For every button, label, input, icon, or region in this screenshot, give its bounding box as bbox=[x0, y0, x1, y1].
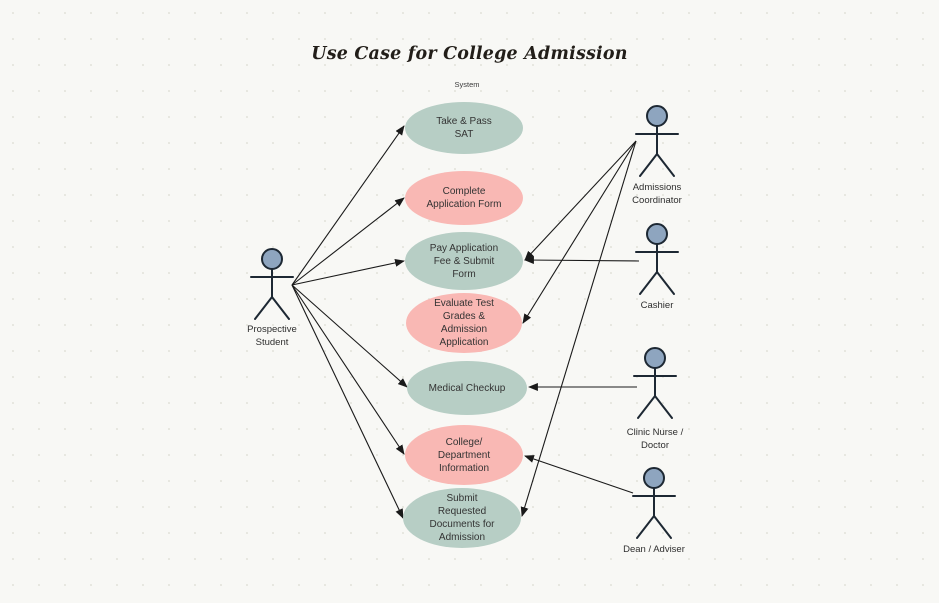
use-case-label: Submit Requested Documents for Admission bbox=[429, 493, 495, 543]
connection-admissions-coordinator--submit-requested-documents[interactable] bbox=[520, 140, 637, 517]
actor-label-prospective-student: Prospective Student bbox=[247, 324, 297, 348]
actor-head bbox=[261, 248, 283, 270]
use-case-label: College/ Department Information bbox=[437, 436, 491, 474]
use-case-evaluate-test-grades[interactable]: Evaluate Test Grades & Admission Applica… bbox=[406, 293, 522, 353]
use-case-label: Complete Application Form bbox=[426, 186, 502, 210]
use-case-medical-checkup[interactable]: Medical Checkup bbox=[407, 361, 527, 415]
use-case-label: Take & Pass SAT bbox=[436, 116, 492, 140]
actor-label-dean-adviser: Dean / Adviser bbox=[623, 544, 685, 555]
diagram-title: Use Case for College Admission bbox=[311, 44, 628, 64]
use-case-college-department-information[interactable]: College/ Department Information bbox=[405, 425, 523, 485]
actor-figure-clinic-nurse-doctor[interactable] bbox=[633, 347, 677, 419]
use-case-label: Evaluate Test Grades & Admission Applica… bbox=[434, 298, 494, 348]
connection-prospective-student--pay-application-fee[interactable] bbox=[291, 258, 405, 286]
connection-admissions-coordinator--pay-application-fee[interactable] bbox=[524, 140, 637, 261]
actor-label-clinic-nurse-doctor: Clinic Nurse / Doctor bbox=[626, 427, 684, 451]
connection-prospective-student--medical-checkup[interactable] bbox=[291, 284, 408, 388]
actor-head bbox=[644, 347, 666, 369]
connection-admissions-coordinator--evaluate-test-grades[interactable] bbox=[522, 140, 637, 324]
actor-label-admissions-coordinator: Admissions Coordinator bbox=[632, 182, 682, 206]
system-boundary-label: System bbox=[454, 80, 480, 89]
use-case-submit-requested-documents[interactable]: Submit Requested Documents for Admission bbox=[403, 488, 521, 548]
use-case-pay-application-fee[interactable]: Pay Application Fee & Submit Form bbox=[405, 232, 523, 290]
actor-figure-cashier[interactable] bbox=[635, 223, 679, 295]
connection-dean-adviser--college-department-information[interactable] bbox=[524, 455, 634, 494]
connection-prospective-student--complete-application-form[interactable] bbox=[291, 197, 405, 286]
connection-cashier--pay-application-fee[interactable] bbox=[524, 256, 640, 265]
use-case-complete-application-form[interactable]: Complete Application Form bbox=[405, 171, 523, 225]
actor-label-cashier: Cashier bbox=[640, 300, 674, 311]
use-case-label: Medical Checkup bbox=[428, 382, 506, 394]
actor-figure-dean-adviser[interactable] bbox=[632, 467, 676, 539]
connection-prospective-student--college-department-information[interactable] bbox=[291, 284, 405, 455]
connection-prospective-student--submit-requested-documents[interactable] bbox=[291, 284, 404, 519]
actor-figure-admissions-coordinator[interactable] bbox=[635, 105, 679, 177]
actor-head bbox=[646, 223, 668, 245]
connection-prospective-student--take-pass-sat[interactable] bbox=[291, 125, 405, 286]
actor-head bbox=[646, 105, 668, 127]
actor-head bbox=[643, 467, 665, 489]
use-case-take-pass-sat[interactable]: Take & Pass SAT bbox=[405, 102, 523, 154]
actor-figure-prospective-student[interactable] bbox=[250, 248, 294, 320]
use-case-label: Pay Application Fee & Submit Form bbox=[429, 242, 499, 280]
